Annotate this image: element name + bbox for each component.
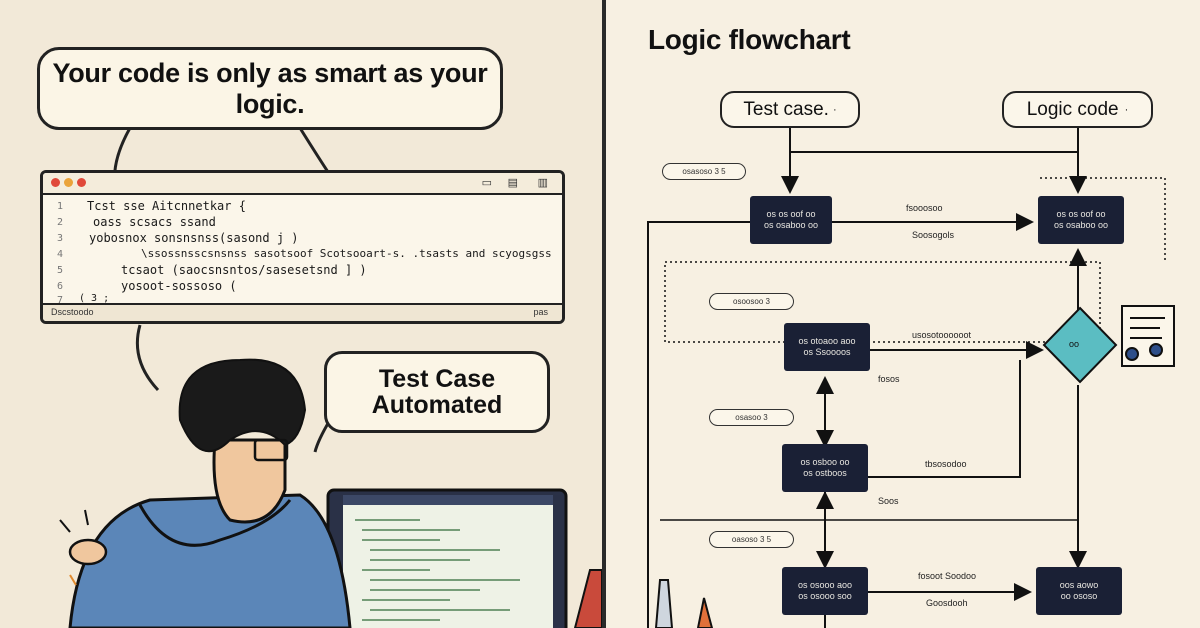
desk-corner-shape (573, 569, 602, 628)
quote-speech-bubble: Your code is only as smart as your logic… (37, 47, 503, 130)
developer-figure (68, 358, 352, 628)
flow-node-5: os osooo aoo os osooo soo (782, 567, 868, 615)
gutter-number: 4 (57, 249, 64, 260)
editor-code-area[interactable]: 1 2 3 4 5 6 7 Tcst sse Aitcnnetkar { oas… (43, 195, 562, 306)
row-label: osasoo 3 (709, 409, 794, 426)
gutter-number: 5 (57, 265, 64, 276)
flow-node-6: oos aowo oo ososo (1036, 567, 1122, 615)
code-line: tcsaot (saocsnsntos/sasesetsnd ] ) (121, 263, 367, 277)
decision-diamond (1042, 306, 1118, 384)
test-bubble-line-1: Test Case (378, 365, 496, 393)
panel-divider (602, 0, 606, 628)
code-line: \ssossnsscsnsnss sasotsoof Scotsooart-s.… (141, 247, 552, 260)
close-dot-icon[interactable] (51, 178, 60, 187)
tile-window-icon[interactable]: ▤ (507, 177, 518, 189)
flow-node-4: os osboo oo os ostboos (782, 444, 868, 492)
row-label: oasoso 3 5 (709, 531, 794, 548)
row-label: osoosoo 3 (709, 293, 794, 310)
row-label: osasoso 3 5 (662, 163, 746, 180)
left-panel-art (59, 127, 602, 628)
flow-node-2: os os oof oo os osaboo oo (1038, 196, 1124, 244)
pill-dot-icon: · (1124, 103, 1129, 116)
code-line: Tcst sse Aitcnnetkar { (87, 199, 246, 213)
edge-n4-up (868, 360, 1021, 478)
diamond-label: oo (1069, 339, 1080, 349)
test-bubble-line-2: Automated (371, 391, 503, 419)
edge-label: tbsosodoo (925, 459, 967, 469)
maximize-dot-icon[interactable] (77, 178, 86, 187)
pill-dot-icon: · (832, 103, 837, 116)
status-left-text: Dscstoodo (51, 307, 94, 317)
logic-code-pill-label: Logic code (1026, 98, 1119, 120)
editor-status-bar: Dscstoodo pas (43, 303, 562, 321)
restore-window-icon[interactable]: ▭ (481, 177, 492, 189)
edge-label: Soos (878, 496, 899, 506)
test-case-speech-bubble: Test Case Automated (324, 351, 550, 433)
status-right-text: pas (533, 307, 548, 317)
edge-label: fosoot Soodoo (918, 571, 977, 581)
test-case-pill: Test case. · (720, 91, 860, 128)
edge-label: Goosdooh (926, 598, 968, 608)
flowchart-title: Logic flowchart (648, 24, 851, 55)
dashed-frame (664, 261, 1101, 343)
editor-title-bar: ▭ ▤ ▥ (43, 173, 562, 195)
flow-node-3: os otoaoo aoo os Ssoooos (784, 323, 870, 371)
flow-node-1: os os oof oo os osaboo oo (750, 196, 832, 244)
edge-left-loop (647, 221, 750, 628)
editor-thought-tail (135, 324, 160, 392)
pencil-icon (654, 579, 714, 628)
edge-label: usosotoooooot (912, 330, 972, 340)
edge-label: fosos (878, 374, 900, 384)
gutter-number: 3 (57, 233, 64, 244)
logic-code-pill: Logic code · (1002, 91, 1153, 128)
code-line: yosoot-sossoso ( (121, 279, 237, 293)
hand (59, 509, 108, 586)
left-panel: Your code is only as smart as your logic… (37, 47, 602, 628)
code-line: ( 3 ; (79, 293, 110, 304)
test-case-pill-label: Test case. (743, 98, 829, 120)
gutter-number: 1 (57, 201, 64, 212)
code-line: yobosnox sonsnsnss(sasond j ) (89, 231, 299, 245)
edge-label: Soosogols (912, 230, 955, 240)
document-icon (1121, 305, 1175, 367)
gutter-number: 2 (57, 217, 64, 228)
minimize-dot-icon[interactable] (64, 178, 73, 187)
split-window-icon[interactable]: ▥ (537, 177, 548, 189)
laptop (326, 488, 568, 628)
code-line: oass scsacs ssand (93, 215, 216, 229)
edge-label: fsooosoo (906, 203, 943, 213)
gutter-number: 7 (57, 295, 64, 306)
quote-text: Your code is only as smart as your logic… (52, 57, 488, 119)
gutter-number: 6 (57, 281, 64, 292)
code-editor-window: ▭ ▤ ▥ 1 2 3 4 5 6 7 Tcst sse Aitcnnetkar… (40, 170, 565, 324)
